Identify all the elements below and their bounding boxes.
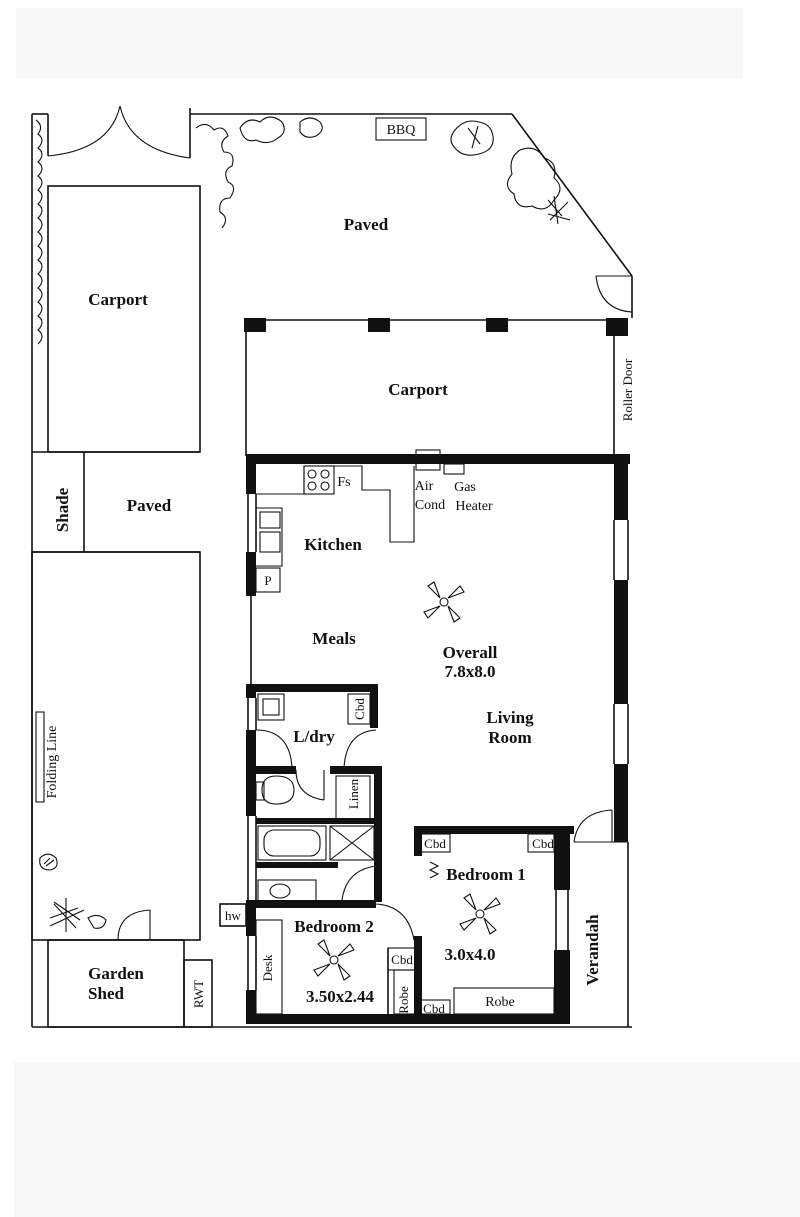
- shed-label: Shed: [88, 984, 124, 1003]
- cbd-bed1-right-label: Cbd: [532, 836, 554, 851]
- bedroom-1: [419, 833, 555, 1015]
- shrubbery: [35, 116, 571, 345]
- top-blank-band: [16, 8, 743, 78]
- house-walls: [246, 454, 630, 1024]
- bbq-label: BBQ: [387, 123, 416, 138]
- laundry-room: [246, 684, 378, 769]
- roller-door-label: Roller Door: [620, 358, 635, 421]
- heater-label: Heater: [455, 499, 493, 514]
- bedroom-2: [255, 900, 417, 1015]
- hw-label: hw: [225, 908, 242, 923]
- rwt-label: RWT: [191, 980, 206, 1008]
- pantry-label: P: [264, 573, 271, 588]
- ceiling-fan-living: [423, 581, 465, 623]
- side-gate: [595, 275, 633, 318]
- paved-mid-label: Paved: [127, 496, 172, 515]
- fridge-space-label: Fs: [337, 475, 350, 490]
- site-boundary: [31, 108, 633, 1028]
- rainwater-tank: [183, 959, 213, 1028]
- cond-label: Cond: [415, 498, 445, 513]
- kitchen-label: Kitchen: [304, 535, 362, 554]
- garden-label: Garden: [88, 964, 144, 983]
- bedroom-1-label: Bedroom 1: [446, 865, 526, 884]
- robe-bed1-label: Robe: [485, 995, 515, 1010]
- verandah: [573, 809, 629, 1027]
- overall-label: Overall: [443, 643, 498, 662]
- paved-top-label: Paved: [344, 215, 389, 234]
- overall-size-label: 7.8x8.0: [445, 662, 496, 681]
- cbd-bed1-left-label: Cbd: [424, 836, 446, 851]
- laundry-label: L/dry: [293, 727, 335, 746]
- bedroom-2-label: Bedroom 2: [294, 917, 374, 936]
- robe-bed2-label: Robe: [396, 986, 411, 1014]
- room-label: Room: [488, 728, 531, 747]
- gas-label: Gas: [454, 480, 476, 495]
- ceiling-fan-bedroom-2: [313, 939, 355, 981]
- carport-left-label: Carport: [88, 290, 148, 309]
- air-label: Air: [415, 479, 434, 494]
- bedroom-2-size-label: 3.50x2.44: [306, 987, 375, 1006]
- living-label: Living: [486, 708, 534, 727]
- wet-areas: [246, 766, 382, 903]
- folding-line-label: Folding Line: [45, 726, 60, 799]
- cbd-bed2-label: Cbd: [391, 952, 413, 967]
- entrance-gates: [47, 105, 191, 159]
- bbq-unit: [375, 117, 427, 141]
- verandah-label: Verandah: [583, 914, 602, 986]
- carport-main: [244, 318, 628, 456]
- carport-left: [47, 185, 201, 453]
- ceiling-fan-bedroom-1: [459, 893, 501, 935]
- cbd-laundry-label: Cbd: [352, 698, 367, 720]
- meals-label: Meals: [312, 629, 356, 648]
- desk-label: Desk: [260, 954, 275, 981]
- shade-label: Shade: [53, 487, 72, 532]
- linen-label: Linen: [346, 778, 361, 809]
- tree-near-shed: [49, 898, 107, 932]
- carport-main-label: Carport: [388, 380, 448, 399]
- hot-water-unit: [219, 903, 247, 927]
- bedroom-1-size-label: 3.0x4.0: [445, 945, 496, 964]
- bottom-blank-band: [14, 1062, 800, 1217]
- cbd-bed1-bottom-label: Cbd: [423, 1001, 445, 1016]
- kitchen-fittings: [255, 449, 465, 593]
